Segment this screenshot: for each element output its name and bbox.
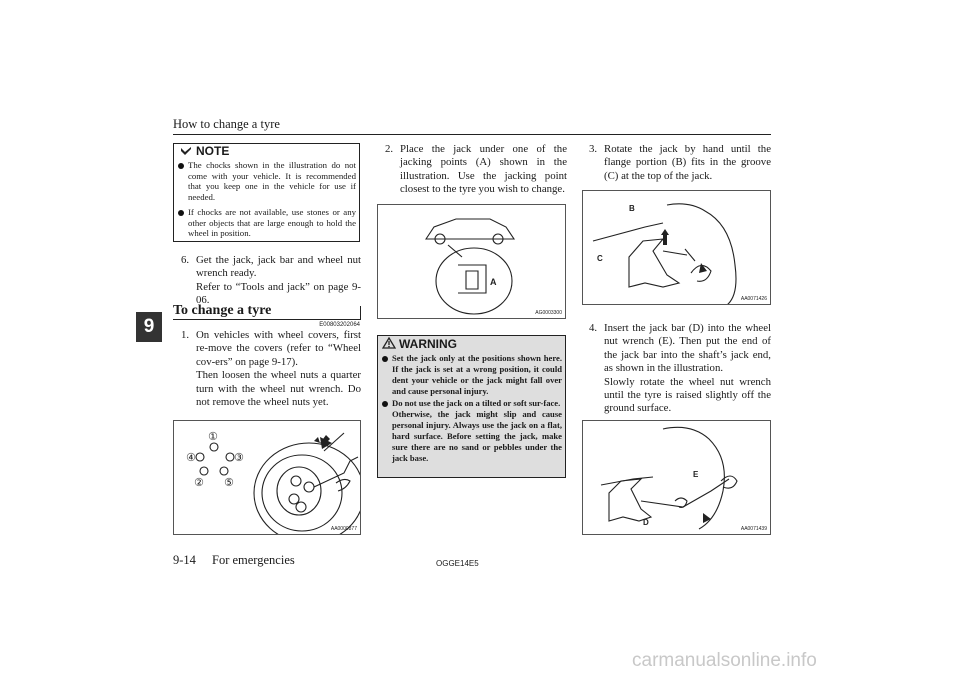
warning-title-label: WARNING	[399, 337, 457, 351]
label-a: A	[490, 277, 497, 287]
warning-bullet-text: Set the jack only at the positions shown…	[392, 353, 562, 396]
step-text: Rotate the jack by hand until the flange…	[604, 143, 771, 182]
note-title-label: NOTE	[196, 144, 230, 158]
note-bullet-text: The chocks shown in the illustration do …	[188, 160, 356, 202]
figure-wheel-nuts: ① ④ ③ ② ⑤ AA0000877	[173, 420, 365, 544]
bullet-icon	[382, 401, 388, 407]
step-number: 1.	[181, 329, 190, 341]
note-bullet: If chocks are not available, use stones …	[178, 207, 356, 239]
section-rule	[173, 319, 361, 320]
figure-jacking-points: A AG0003300	[377, 204, 566, 319]
nut-label-1: ①	[208, 430, 218, 443]
section-code: E00803202064	[319, 322, 360, 328]
footer-page-number: 9-14	[173, 553, 196, 567]
label-c: C	[597, 254, 603, 263]
figure-code: AA0071439	[740, 526, 767, 532]
note-bullet-text: If chocks are not available, use stones …	[188, 207, 356, 238]
warning-triangle-icon	[381, 336, 397, 349]
label-d: D	[643, 518, 649, 527]
step-text-continued: Slowly rotate the wheel nut wrench until…	[604, 375, 771, 415]
label-b: B	[629, 204, 635, 213]
page-header-title: How to change a tyre	[173, 117, 280, 131]
section-title: To change a tyre	[173, 303, 272, 318]
note-title: NOTE	[180, 144, 229, 158]
step-number: 2.	[385, 143, 394, 155]
footer-section: For emergencies	[212, 553, 295, 567]
step-text: On vehicles with wheel covers, first re-…	[196, 329, 361, 368]
note-box	[173, 143, 360, 242]
step-1: 1. On vehicles with wheel covers, first …	[181, 329, 361, 409]
step-number: 6.	[181, 254, 190, 266]
step-6: 6. Get the jack, jack bar and wheel nut …	[181, 254, 361, 308]
section-rule-tick	[360, 306, 361, 320]
warning-title: WARNING	[381, 336, 457, 351]
jack-flange-illustration: B C	[592, 203, 737, 306]
step-text: Place the jack under one of the jacking …	[400, 143, 567, 196]
footer-code: OGGE14E5	[436, 559, 479, 568]
wheel-nut-illustration: ① ④ ③ ② ⑤	[186, 430, 365, 544]
header-rule	[173, 134, 771, 135]
nut-label-3: ③	[234, 451, 244, 464]
step-number: 4.	[589, 322, 598, 334]
step-4: 4. Insert the jack bar (D) into the whee…	[589, 322, 771, 416]
nut-label-5: ⑤	[224, 476, 234, 489]
step-3: 3. Rotate the jack by hand until the fla…	[589, 143, 771, 183]
step-2: 2. Place the jack under one of the jacki…	[385, 143, 567, 197]
watermark: carmanualsonline.info	[632, 650, 817, 671]
step-text: Insert the jack bar (D) into the wheel n…	[604, 322, 771, 375]
jacking-point-illustration: A	[424, 218, 516, 315]
nut-label-2: ②	[194, 476, 204, 489]
pencil-note-icon	[181, 147, 191, 155]
step-text-continued: Then loosen the wheel nuts a quarter tur…	[196, 369, 361, 409]
note-bullet: The chocks shown in the illustration do …	[178, 160, 356, 202]
figure-jack-bar: E D AA0071439	[582, 420, 771, 535]
step-number: 3.	[589, 143, 598, 155]
figure-code: AG0003300	[535, 310, 562, 316]
figure-jack-flange: B C AA0071426	[582, 190, 771, 306]
warning-box	[377, 335, 566, 478]
warning-extra-text: Otherwise, the jack might slip and cause…	[392, 408, 562, 463]
step-text: Get the jack, jack bar and wheel nut wre…	[196, 254, 361, 280]
jack-bar-illustration: E D	[600, 426, 738, 530]
chapter-tab: 9	[136, 312, 162, 342]
bullet-icon	[178, 210, 184, 216]
warning-bullet: Set the jack only at the positions shown…	[382, 353, 562, 397]
figure-code: AA0000877	[330, 526, 357, 532]
step-reference: Refer to “Tools and jack” on page 9-06.	[196, 280, 361, 307]
warning-bullet: Do not use the jack on a tilted or soft …	[382, 398, 562, 463]
figure-code: AA0071426	[740, 296, 767, 302]
warning-bullet-text: Do not use the jack on a tilted or soft …	[392, 398, 561, 408]
nut-label-4: ④	[186, 451, 196, 464]
bullet-icon	[382, 356, 388, 362]
bullet-icon	[178, 163, 184, 169]
label-e: E	[693, 470, 699, 479]
